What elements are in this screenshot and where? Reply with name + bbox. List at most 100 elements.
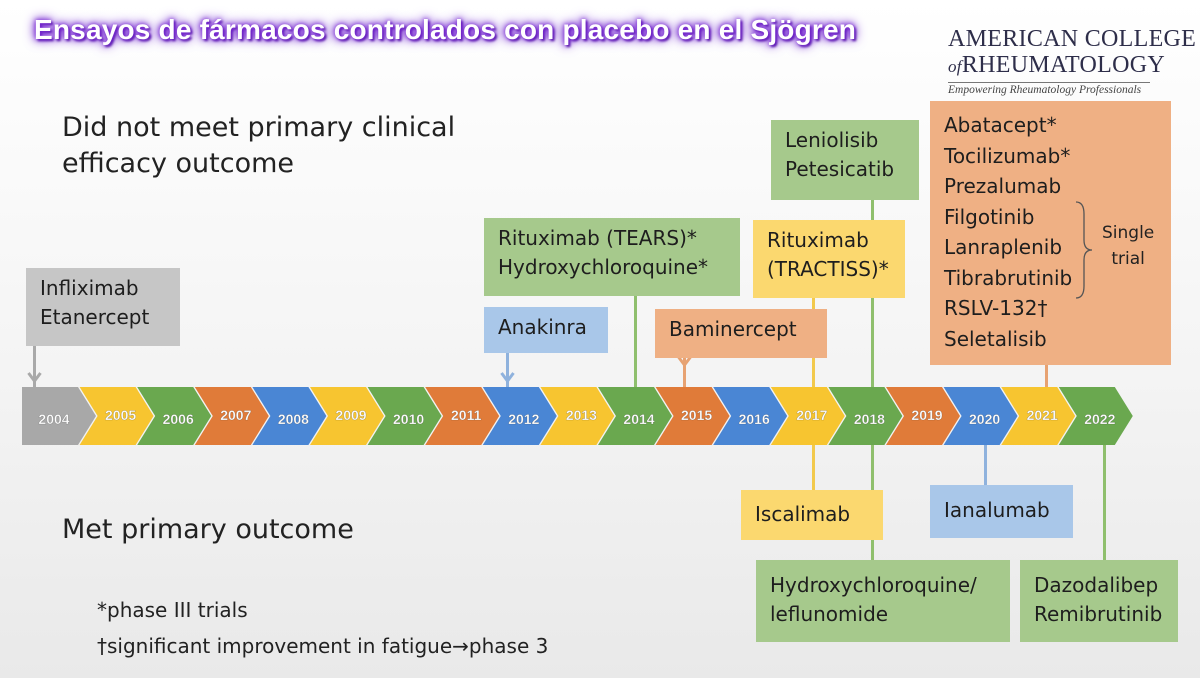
box-2018-hydroxychloroquine-leflunomide: Hydroxychloroquine/ leflunomide — [756, 560, 1010, 642]
connector-2017-bottom — [812, 445, 815, 490]
year-chevron-2019 — [886, 387, 960, 445]
year-chevron-2006 — [137, 387, 212, 445]
single-trial-brace — [1075, 201, 1093, 299]
acr-logo: AMERICAN COLLEGE ofRHEUMATOLOGY Empoweri… — [948, 26, 1197, 96]
drug-label: Tibrabrutinib — [944, 265, 1073, 290]
year-chevron-2022 — [1058, 387, 1133, 445]
slide-title: Ensayos de fármacos controlados con plac… — [34, 14, 857, 45]
year-label-2004: 2004 — [38, 411, 69, 427]
logo-rheumatology: RHEUMATOLOGY — [961, 52, 1165, 78]
drug-label: Petesicatib — [785, 157, 895, 181]
heading-not-met-line-2: efficacy outcome — [62, 148, 295, 179]
year-label-2009: 2009 — [335, 407, 366, 423]
year-chevron-2012 — [482, 387, 557, 445]
drug-label: Lanraplenib — [944, 235, 1063, 259]
single-trial-label: Single trial — [1102, 220, 1154, 272]
drug-label: RSLV-132† — [944, 296, 1048, 320]
year-chevron-2009 — [310, 387, 384, 445]
year-chevron-2015 — [655, 387, 730, 445]
drug-label: Rituximab (TEARS)* — [498, 226, 697, 250]
year-chevron-2021 — [1001, 387, 1076, 445]
year-chevron-2005 — [79, 387, 154, 445]
logo-of: of — [948, 57, 962, 76]
single-trial-line-1: Single — [1102, 223, 1155, 243]
drug-label: Dazodalibep — [1034, 573, 1159, 597]
drug-label: Abatacept* — [944, 113, 1057, 137]
drug-label: Etanercept — [40, 305, 150, 329]
year-label-2006: 2006 — [163, 411, 194, 427]
footnote-fatigue: †significant improvement in fatigue→phas… — [97, 634, 549, 658]
year-chevron-2017 — [770, 387, 845, 445]
year-label-2014: 2014 — [623, 411, 654, 427]
box-2014-rituximab-hydroxychloroquine: Rituximab (TEARS)* Hydroxychloroquine* — [484, 218, 740, 296]
year-chevron-2007 — [194, 387, 269, 445]
box-2017-rituximab-tractiss: Rituximab (TRACTISS)* — [753, 220, 905, 298]
year-label-2021: 2021 — [1027, 407, 1058, 423]
arrow-tip-0 — [27, 372, 42, 384]
box-2017-iscalimab: Iscalimab — [741, 490, 883, 540]
year-label-2018: 2018 — [854, 411, 885, 427]
drug-label: Filgotinib — [944, 204, 1035, 229]
connector-2012 — [506, 353, 509, 387]
connector-2004 — [33, 345, 36, 387]
year-chevron-2008 — [252, 387, 327, 445]
connector-2022 — [1103, 445, 1106, 560]
logo-line-1: AMERICAN COLLEGE — [948, 26, 1197, 52]
drug-label: Hydroxychloroquine/ — [770, 573, 977, 597]
single-trial-line-2: trial — [1111, 249, 1145, 269]
box-2020-ianalumab: Ianalumab — [930, 485, 1073, 538]
drug-label: Infliximab — [40, 276, 139, 300]
year-label-2007: 2007 — [220, 407, 251, 423]
drug-label: Leniolisib — [785, 128, 879, 152]
year-chevron-2014 — [598, 387, 672, 445]
drug-label: leflunomide — [770, 602, 889, 626]
footnote-phase3: *phase III trials — [97, 598, 248, 622]
year-chevron-2016 — [713, 387, 788, 445]
year-chevron-2020 — [943, 387, 1018, 445]
year-label-2010: 2010 — [393, 411, 424, 427]
box-2018-leniolisib-petesicatib: Leniolisib Petesicatib — [771, 120, 919, 200]
year-label-2008: 2008 — [278, 411, 309, 427]
drug-label: (TRACTISS)* — [767, 257, 889, 281]
arrow-tip-2 — [677, 356, 692, 368]
year-label-2016: 2016 — [739, 411, 770, 427]
year-label-2011: 2011 — [451, 407, 482, 423]
year-label-2020: 2020 — [969, 411, 1000, 427]
drug-label: Rituximab — [767, 228, 869, 252]
box-2022-dazodalibep-remibrutinib: Dazodalibep Remibrutinib — [1020, 560, 1178, 642]
year-chevron-2018 — [828, 387, 903, 445]
year-label-2019: 2019 — [911, 407, 942, 423]
box-2012-anakinra: Anakinra — [484, 307, 608, 353]
year-chevron-2010 — [367, 387, 442, 445]
drug-label: Tocilizumab* — [944, 143, 1071, 168]
drug-label: Ianalumab — [944, 498, 1050, 522]
year-label-2022: 2022 — [1084, 411, 1115, 427]
drug-label: Hydroxychloroquine* — [498, 255, 709, 279]
year-chevron-2013 — [540, 387, 615, 445]
box-2021-single-trials: Abatacept* Tocilizumab* Prezalumab Filgo… — [930, 101, 1171, 365]
year-label-2013: 2013 — [566, 407, 597, 423]
logo-line-2: ofRHEUMATOLOGY — [948, 52, 1168, 80]
drug-label: Prezalumab — [944, 174, 1062, 198]
drug-label: Anakinra — [498, 315, 587, 339]
year-label-2017: 2017 — [796, 407, 827, 423]
connector-2020 — [984, 445, 987, 485]
year-label-2012: 2012 — [508, 411, 539, 427]
drug-label: Iscalimab — [755, 502, 851, 526]
box-2004-infliximab-etanercept: Infliximab Etanercept — [26, 268, 180, 346]
connector-2021 — [1045, 365, 1048, 387]
connector-2014 — [634, 296, 637, 387]
drug-label: Baminercept — [669, 317, 797, 341]
logo-tagline: Empowering Rheumatology Professionals — [948, 82, 1150, 96]
year-label-2005: 2005 — [105, 407, 136, 423]
drug-label: Seletalisib — [944, 326, 1047, 351]
connector-2015 — [683, 358, 686, 387]
heading-met: Met primary outcome — [62, 514, 354, 545]
year-chevron-2011 — [425, 387, 500, 445]
heading-not-met: Did not meet primary clinical efficacy o… — [62, 110, 455, 182]
arrow-tip-1 — [500, 372, 515, 384]
drug-label: Remibrutinib — [1034, 602, 1163, 626]
year-chevron-2004 — [22, 387, 96, 445]
box-2015-baminercept: Baminercept — [655, 309, 827, 358]
